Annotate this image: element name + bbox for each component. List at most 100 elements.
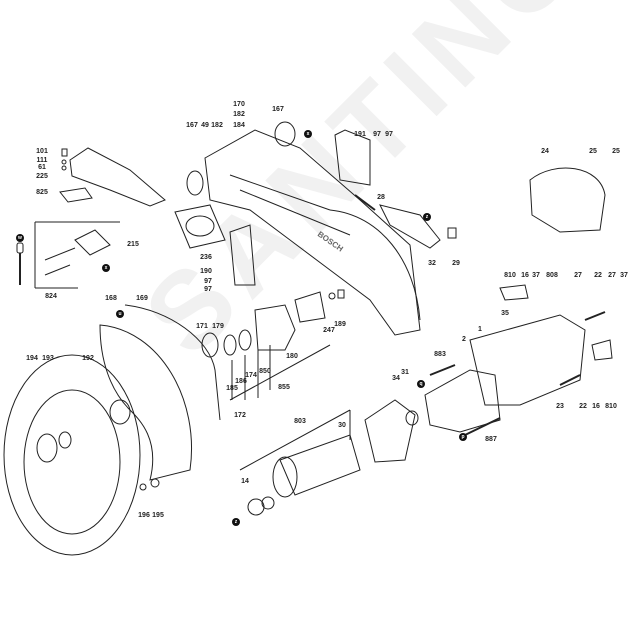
- gear-housing: [254, 304, 296, 351]
- part-label: 16: [521, 272, 529, 279]
- part-label: 247: [323, 327, 335, 334]
- part-label: 24: [541, 148, 549, 155]
- bearing-171: [201, 332, 219, 358]
- part-label: 803: [294, 418, 306, 425]
- part-label: 167: [186, 122, 198, 129]
- saw-blade: [3, 354, 141, 556]
- part-label: 184: [233, 122, 245, 129]
- link-169: [124, 304, 221, 421]
- plate-236: [174, 204, 226, 249]
- part-label: 61: [38, 164, 46, 171]
- part-label: 189: [334, 321, 346, 328]
- spring-28: [354, 194, 376, 211]
- part-label: 16: [592, 403, 600, 410]
- part-label: 196: [138, 512, 150, 519]
- part-label: 101: [36, 148, 48, 155]
- stator-2: [424, 369, 501, 433]
- part-label: 236: [200, 254, 212, 261]
- bracket-190: [229, 224, 256, 286]
- part-label: 167: [272, 106, 284, 113]
- part-label: 25: [612, 148, 620, 155]
- reference-marker: w: [16, 234, 24, 242]
- part-label: 810: [605, 403, 617, 410]
- bearing-14: [247, 498, 265, 516]
- part-label: 37: [532, 272, 540, 279]
- part-label: 855: [278, 384, 290, 391]
- part-label: 111: [36, 157, 48, 164]
- part-label: 194: [26, 355, 38, 362]
- part-label: 174: [245, 372, 257, 379]
- bracket-191: [334, 129, 371, 186]
- part-label: 34: [392, 375, 400, 382]
- part-label: 883: [434, 351, 446, 358]
- handle-grip: [16, 242, 24, 254]
- screw-101: [61, 148, 68, 157]
- cover-24: [529, 167, 606, 233]
- reference-marker: z: [423, 213, 431, 221]
- part-label: 168: [105, 295, 117, 302]
- part-label: 191: [354, 131, 366, 138]
- reference-marker: p: [459, 433, 467, 441]
- part-label: 32: [428, 260, 436, 267]
- part-label: 30: [338, 422, 346, 429]
- part-label: 215: [127, 241, 139, 248]
- part-label: 180: [286, 353, 298, 360]
- part-label: 29: [452, 260, 460, 267]
- cover-part: [69, 147, 166, 207]
- part-label: 97: [373, 131, 381, 138]
- part-label: 14: [241, 478, 249, 485]
- part-label: 810: [504, 272, 516, 279]
- part-label: 195: [152, 512, 164, 519]
- part-label: 37: [620, 272, 628, 279]
- reference-marker: z: [232, 518, 240, 526]
- bracket-825: [59, 187, 93, 203]
- reference-marker: q: [417, 380, 425, 388]
- part-label: 170: [233, 101, 245, 108]
- reference-marker: u: [116, 310, 124, 318]
- motor-housing-1: [469, 314, 586, 406]
- housing-34: [364, 399, 416, 463]
- part-label: 179: [212, 323, 224, 330]
- part-label: 185: [226, 385, 238, 392]
- guard-upper: [329, 209, 421, 321]
- switch-plate: [74, 229, 111, 256]
- part-label: 169: [136, 295, 148, 302]
- part-label: 49: [201, 122, 209, 129]
- part-label: 193: [42, 355, 54, 362]
- part-label: 31: [401, 369, 409, 376]
- brush-holder: [499, 284, 529, 301]
- part-label: 97: [204, 286, 212, 293]
- part-label: 186: [235, 378, 247, 385]
- lower-guard: [99, 324, 192, 481]
- part-label: 824: [45, 293, 57, 300]
- part-label: 1: [478, 326, 482, 333]
- part-label: 182: [211, 122, 223, 129]
- part-label: 190: [200, 268, 212, 275]
- washer-167: [186, 170, 204, 196]
- part-label: 192: [82, 355, 94, 362]
- reference-marker: x: [304, 130, 312, 138]
- part-label: 825: [36, 189, 48, 196]
- part-label: 25: [589, 148, 597, 155]
- part-label: 27: [574, 272, 582, 279]
- armature: [279, 434, 361, 496]
- part-label: 2: [462, 336, 466, 343]
- part-label: 97: [385, 131, 393, 138]
- part-label: 225: [36, 173, 48, 180]
- part-label: 850: [259, 368, 271, 375]
- part-label: 35: [501, 310, 509, 317]
- part-label: 808: [546, 272, 558, 279]
- part-label: 172: [234, 412, 246, 419]
- part-label: 182: [233, 111, 245, 118]
- part-label: 28: [377, 194, 385, 201]
- part-label: 97: [204, 278, 212, 285]
- flange-192: [109, 399, 131, 425]
- lever-32: [379, 204, 441, 249]
- part-label: 887: [485, 436, 497, 443]
- part-label: 22: [594, 272, 602, 279]
- part-label: 27: [608, 272, 616, 279]
- saw-arm: [204, 129, 421, 336]
- part-label: 23: [556, 403, 564, 410]
